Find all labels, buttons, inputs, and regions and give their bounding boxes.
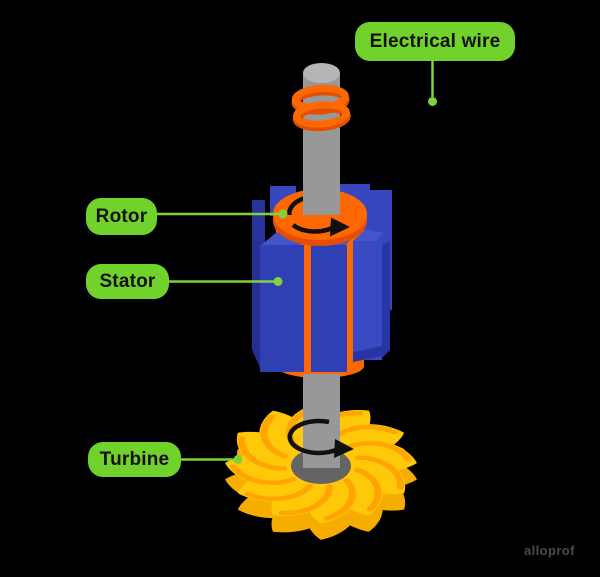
rotor-ring-front: [273, 215, 367, 240]
alloprof-watermark: alloprof: [524, 543, 575, 558]
stator-front-blocks: [253, 229, 390, 372]
label-stator: Stator: [86, 264, 169, 299]
dot-turbine: [233, 455, 243, 464]
leader-lines: [155, 61, 434, 461]
dot-stator: [273, 277, 283, 286]
rotor-rotation-arrow-head: [291, 217, 350, 237]
leader-dots: [233, 97, 437, 464]
label-turbine: Turbine: [88, 442, 181, 477]
dot-rotor: [278, 209, 288, 219]
electrical-wire-rings: [291, 84, 351, 132]
turbine-rotation-arrow: [287, 418, 354, 458]
dot-electrical-wire: [428, 97, 437, 106]
label-electrical-wire: Electrical wire: [355, 22, 515, 61]
label-rotor: Rotor: [86, 198, 157, 235]
